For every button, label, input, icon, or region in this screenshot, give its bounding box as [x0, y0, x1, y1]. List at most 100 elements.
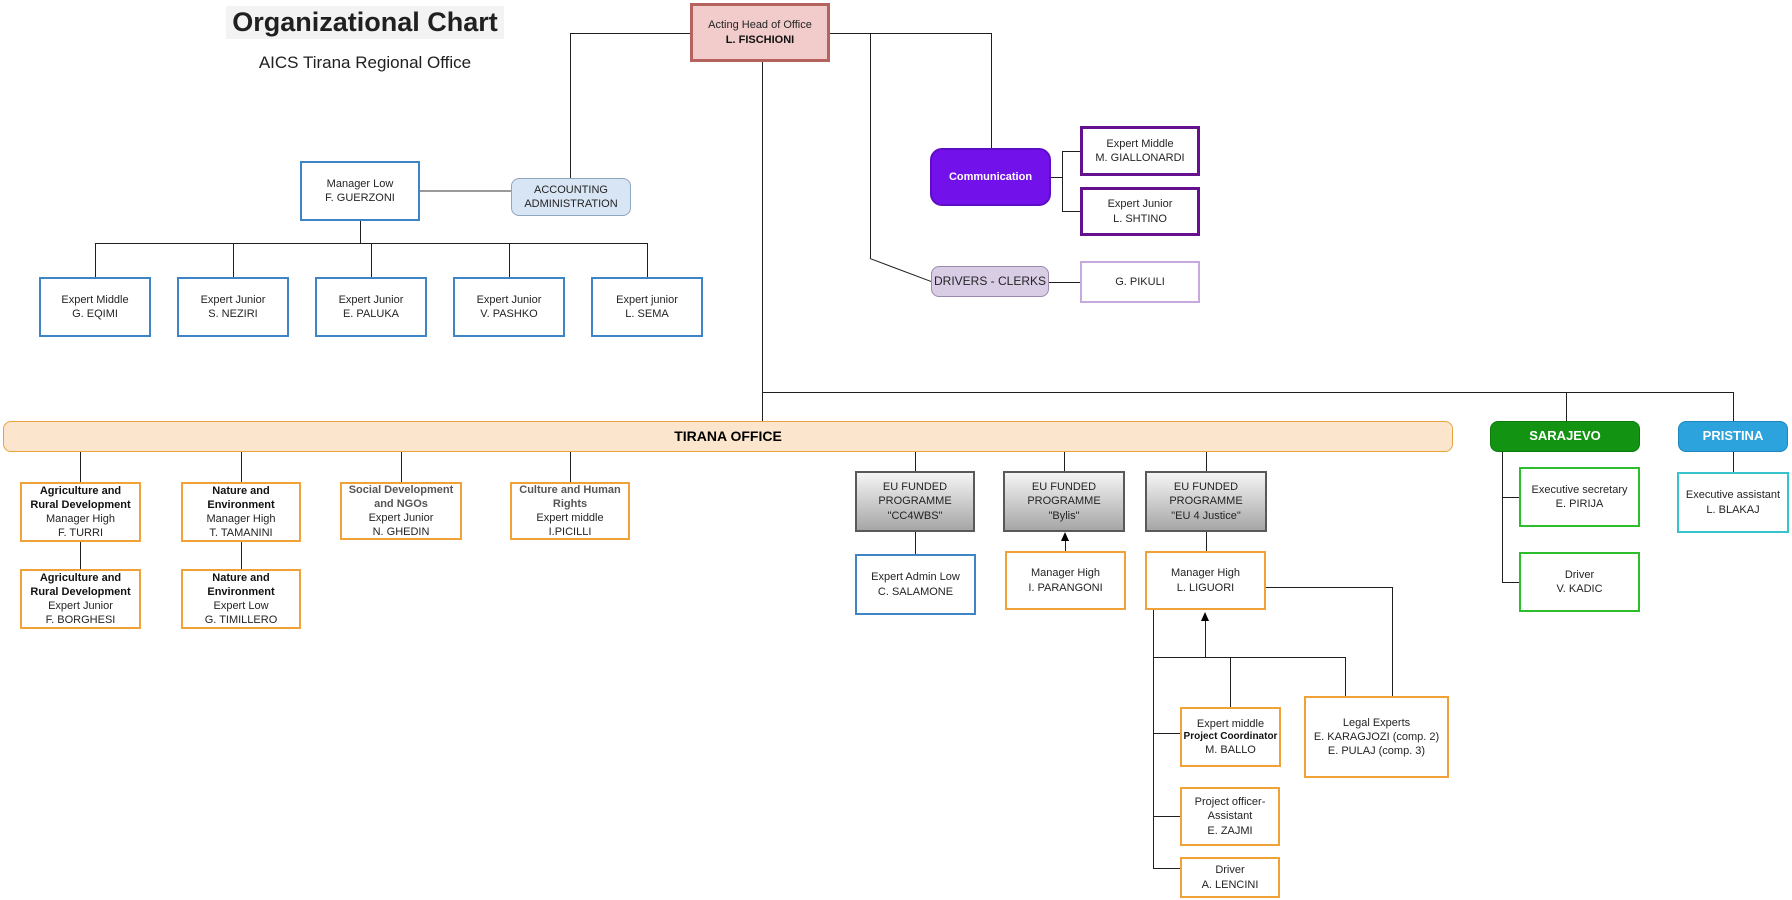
node-nature-expert-timillero: Nature and Environment Expert Low G. TIM…	[181, 569, 301, 629]
node-expert-sema: Expert junior L. SEMA	[591, 277, 703, 337]
node-expert-eqimi: Expert Middle G. EQIMI	[39, 277, 151, 337]
role-label: Expert Low	[213, 600, 269, 612]
connector	[1065, 536, 1066, 551]
person-name: F. GUERZONI	[325, 192, 395, 204]
dept-label: Environment	[207, 498, 275, 511]
connector	[360, 221, 361, 243]
role-label: Project officer-	[1194, 796, 1266, 809]
node-driver-lencini: Driver A. LENCINI	[1180, 857, 1280, 898]
connector	[1502, 582, 1519, 583]
connector	[80, 452, 81, 482]
person-name: L. BLAKAJ	[1706, 503, 1760, 516]
dept-label: Rural Development	[30, 498, 131, 511]
node-social-development-ghedin: Social Development and NGOs Expert Junio…	[340, 482, 462, 540]
connector	[570, 33, 690, 34]
banner-pristina-office: PRISTINA	[1678, 421, 1788, 452]
connector	[1153, 610, 1154, 657]
node-pikuli: G. PIKULI	[1080, 261, 1200, 303]
role-label: Expert middle	[536, 512, 604, 524]
role-label: Manager High	[45, 513, 116, 525]
dept-label: Agriculture and	[39, 571, 122, 584]
dept-label: Rights	[552, 497, 588, 510]
role-label: Manager High	[1170, 567, 1241, 580]
node-eu-programme-cc4wbs: EU FUNDED PROGRAMME "CC4WBS"	[855, 471, 975, 532]
role-label: Expert middle	[1196, 717, 1265, 730]
person-name: I. PARANGONI	[1028, 581, 1103, 594]
node-eu-programme-eu4justice: EU FUNDED PROGRAMME "EU 4 Justice"	[1145, 471, 1267, 532]
node-drivers-clerks-unit: DRIVERS - CLERKS	[931, 266, 1049, 297]
node-accounting-administration: ACCOUNTING ADMINISTRATION	[511, 178, 631, 216]
dept-label: Nature and	[212, 484, 270, 497]
node-expert-pashko: Expert Junior V. PASHKO	[453, 277, 565, 337]
role-label: Executive secretary	[1531, 483, 1628, 496]
connector	[1153, 657, 1154, 868]
connector	[371, 243, 372, 277]
connector	[1206, 452, 1207, 471]
programme-name: "EU 4 Justice"	[1171, 509, 1241, 522]
person-name: E. KARAGJOZI (comp. 2)	[1313, 730, 1440, 743]
node-communication-unit: Communication	[930, 148, 1051, 206]
programme-name: "Bylis"	[1048, 509, 1080, 522]
role-label: Driver	[1564, 568, 1595, 581]
connector	[241, 542, 242, 569]
arrowhead-up	[1201, 612, 1209, 621]
node-project-coordinator-ballo: Expert middle Project Coordinator M. BAL…	[1180, 707, 1281, 767]
dept-label: Social Development	[348, 483, 454, 496]
person-name: G. TIMILLERO	[204, 614, 278, 627]
person-name: V. PASHKO	[480, 308, 538, 320]
node-expert-paluka: Expert Junior E. PALUKA	[315, 277, 427, 337]
connector	[915, 532, 916, 554]
node-expert-neziri: Expert Junior S. NEZIRI	[177, 277, 289, 337]
connector	[1266, 587, 1392, 588]
node-expert-giallonardi: Expert Middle M. GIALLONARDI	[1080, 126, 1200, 176]
node-manager-low-guerzoni: Manager Low F. GUERZONI	[300, 161, 420, 221]
node-agriculture-manager-turri: Agriculture and Rural Development Manage…	[20, 482, 141, 542]
role-label: Expert Middle	[1106, 137, 1174, 150]
unit-label: ADMINISTRATION	[524, 198, 618, 210]
programme-label: EU FUNDED	[882, 481, 948, 494]
role-label: Executive assistant	[1685, 489, 1781, 502]
programme-label: EU FUNDED	[1173, 481, 1239, 494]
role-label: Expert Admin Low	[871, 571, 960, 584]
connector	[870, 33, 871, 258]
programme-label: PROGRAMME	[1027, 495, 1101, 508]
node-agriculture-expert-borghesi: Agriculture and Rural Development Expert…	[20, 569, 141, 629]
chart-title: Organizational Chart	[226, 6, 504, 39]
person-name: L. LIGUORI	[1176, 581, 1235, 594]
person-name: E. PULAJ (comp. 3)	[1327, 745, 1426, 758]
node-nature-manager-tamanini: Nature and Environment Manager High T. T…	[181, 482, 301, 542]
dept-label: Rural Development	[30, 585, 131, 598]
office-label: SARAJEVO	[1529, 428, 1601, 444]
connector	[915, 452, 916, 471]
connector	[1733, 392, 1734, 421]
connector	[1051, 177, 1062, 178]
connector	[420, 190, 511, 192]
office-label: TIRANA OFFICE	[674, 427, 782, 444]
node-expert-salamone: Expert Admin Low C. SALAMONE	[855, 554, 976, 615]
role-label: Expert Middle	[61, 293, 129, 306]
connector	[869, 258, 932, 283]
node-manager-liguori: Manager High L. LIGUORI	[1145, 551, 1266, 610]
node-eu-programme-bylis: EU FUNDED PROGRAMME "Bylis"	[1003, 471, 1125, 532]
office-label: PRISTINA	[1702, 428, 1764, 444]
dept-label: Agriculture and	[39, 484, 122, 497]
connector	[647, 243, 648, 277]
person-name: L. SHTINO	[1113, 212, 1167, 225]
person-name: L. SEMA	[625, 308, 669, 320]
connector	[1230, 657, 1231, 707]
role-label: Expert Junior	[48, 600, 113, 612]
person-name: E. ZAJMI	[1207, 824, 1253, 837]
dept-label: Nature and	[212, 571, 270, 584]
connector	[1345, 657, 1346, 696]
connector	[762, 62, 763, 421]
connector	[1502, 452, 1503, 582]
connector	[1062, 151, 1080, 152]
person-name: M. BALLO	[1205, 744, 1256, 757]
chart-subtitle: AICS Tirana Regional Office	[258, 53, 472, 72]
programme-label: PROGRAMME	[878, 495, 952, 508]
programme-name: "CC4WBS"	[887, 509, 943, 522]
person-name: F. TURRI	[57, 527, 104, 540]
connector	[1733, 452, 1734, 472]
connector	[1153, 868, 1180, 869]
